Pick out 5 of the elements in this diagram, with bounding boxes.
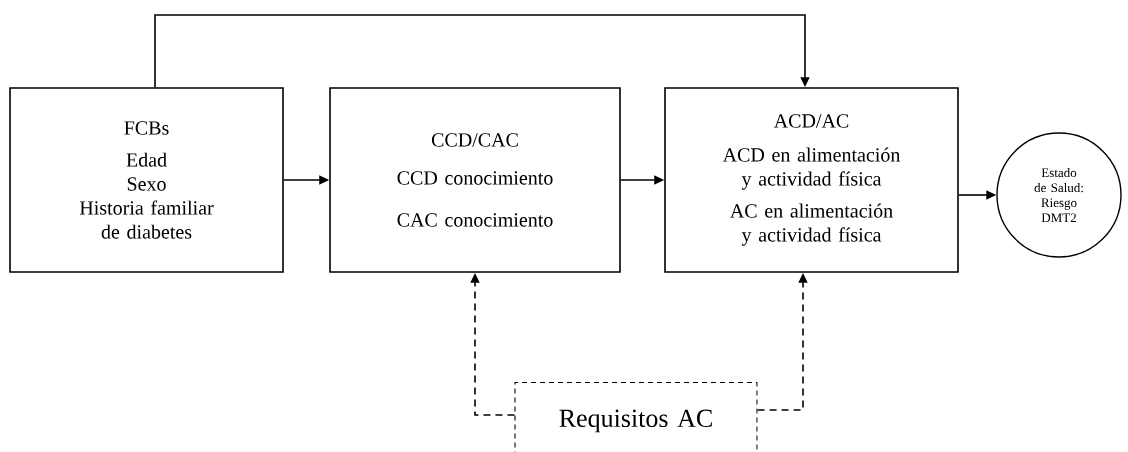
arrow: [154, 14, 810, 88]
process-box: ACD/AC ACD en alimentación y actividad física AC en alimentación y actividad física: [664, 87, 959, 273]
process-box: CCD/CAC CCD conocimiento CAC conocimiento: [329, 87, 621, 273]
dashed-box: Requisitos AC: [514, 381, 758, 452]
process-box: FCBs Edad Sexo Historia familiar de diabetes: [9, 87, 284, 273]
